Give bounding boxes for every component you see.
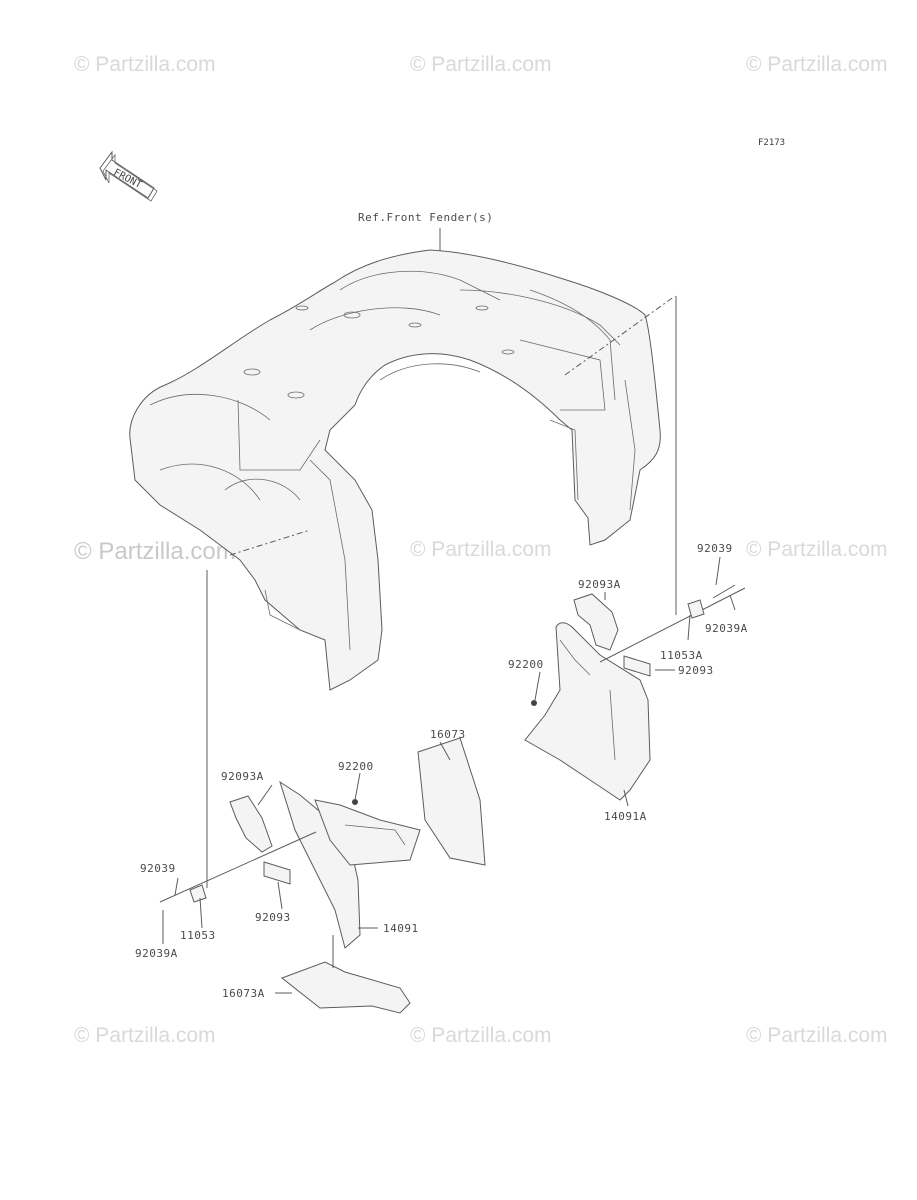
part-label: 92093A [578,578,621,591]
watermark: © Partzilla.com [74,538,236,565]
watermark: © Partzilla.com [74,53,216,76]
part-label: 92200 [338,760,374,773]
watermark: © Partzilla.com [746,538,888,561]
figure-code: F2173 [758,138,786,148]
part-label: 92093 [678,664,714,677]
part-label: 14091 [383,922,419,935]
watermark: © Partzilla.com [410,53,552,76]
part-label: 11053 [180,929,216,942]
part-label: 16073 [430,728,466,741]
part-label: 92093A [221,770,264,783]
front-arrow-icon: FRONT [99,150,158,202]
part-label: 14091A [604,810,647,823]
part-label: 92039 [140,862,176,875]
front-fender [129,249,661,691]
part-label: 92093 [255,911,291,924]
part-label: 92039 [697,542,733,555]
part-label: 11053A [660,649,703,662]
watermark: © Partzilla.com [746,53,888,76]
mud-guard-left [279,780,421,949]
part-label: 16073A [222,987,265,1000]
part-label: 92039A [135,947,178,960]
mud-guard-right [524,622,651,801]
watermark: © Partzilla.com [410,1024,552,1047]
watermark: © Partzilla.com [410,538,552,561]
watermark: © Partzilla.com [746,1024,888,1047]
part-label: 92200 [508,658,544,671]
ref-front-fender-label: Ref.Front Fender(s) [358,211,494,224]
watermark: © Partzilla.com [74,1024,216,1047]
part-label: 92039A [705,622,748,635]
